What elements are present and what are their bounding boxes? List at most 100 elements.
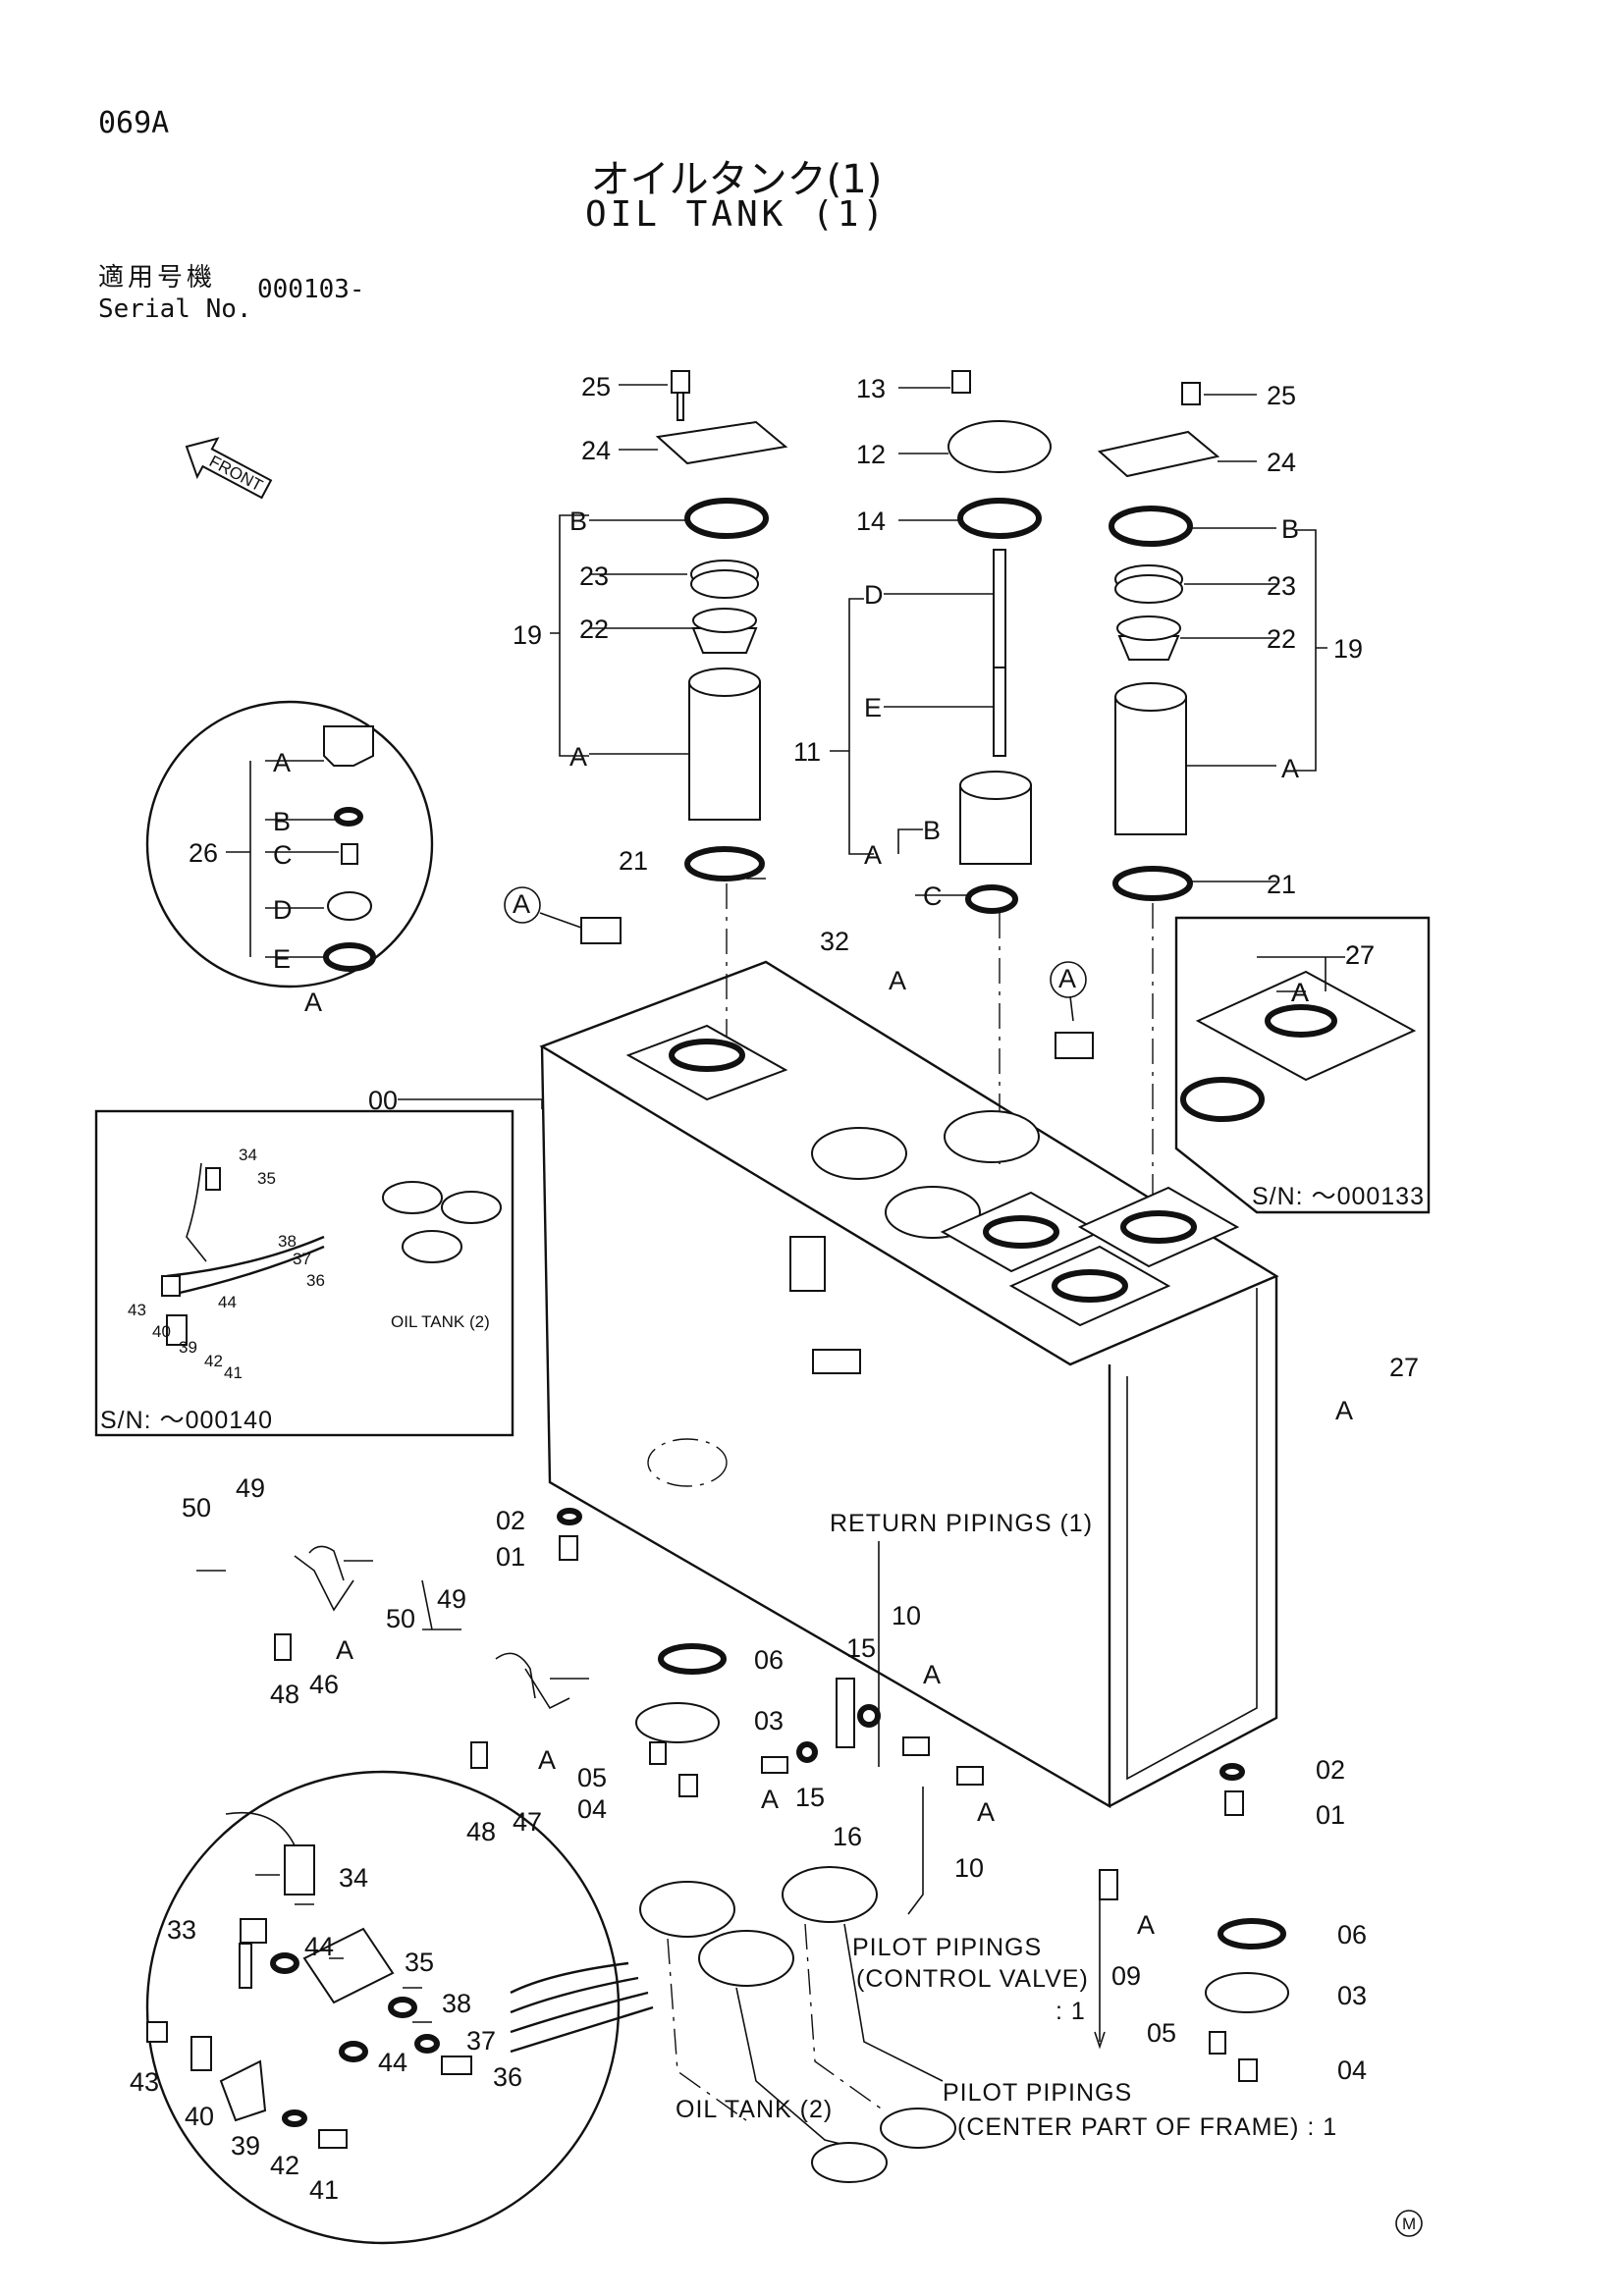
callout: A [336,1635,353,1665]
filter-mount-plate [625,1024,788,1101]
bracket-icon [836,1678,855,1748]
callout: A [538,1745,556,1775]
callout: 25 [581,372,611,401]
callout: A [1291,978,1309,1007]
callout: E [273,944,291,974]
callout: 38 [442,1989,471,2018]
cock-icon [1238,2058,1258,2082]
callout: D [864,580,884,610]
callout: 27 [1345,940,1375,970]
cover-plate-icon [655,420,788,465]
cover-disc-icon [947,420,1052,473]
callout: 24 [581,436,611,465]
callout-labels: 25 24 B 23 19 22 A 21 13 12 14 D E 11 B … [182,372,1419,2085]
callout: A [304,988,322,1017]
callout: 02 [496,1506,525,1535]
oil-tank-2-label: OIL TANK (2) [391,1312,490,1331]
serial-range-label: S/N: ～000140 [100,1407,273,1434]
detail-sn133-labels: S/N: ～000133 27 A [1252,940,1424,1210]
callout: 01 [496,1542,525,1572]
lower-fittings [196,1508,1289,2082]
mark-m-circle [1395,2210,1423,2237]
callout: 19 [513,620,542,650]
callout: A [513,889,530,919]
callout: 40 [152,1322,171,1341]
o-ring-icon [957,498,1042,539]
callout: 26 [189,838,218,868]
callout: 09 [1111,1961,1141,1991]
callout: A [761,1785,779,1814]
callout: 43 [130,2067,159,2097]
right-filter-assembly [1097,382,1220,901]
detail-bottom-labels: 34 33 44 35 38 37 44 36 43 40 39 42 41 [130,1863,522,2205]
callout: 39 [231,2131,260,2161]
elbow-icon [1099,1869,1118,1900]
tank-side-left [540,1045,1111,1809]
elbow-icon [956,1766,984,1786]
filter-element-icon [688,681,761,821]
filter-mount-plate [1008,1245,1171,1327]
left-filter-assembly [655,370,788,881]
callout: 34 [339,1863,368,1893]
callout: 49 [437,1584,466,1614]
callout: 32 [820,927,849,956]
rod-icon [993,667,1006,757]
detail-sn-000133 [1174,916,1431,1214]
callout: 23 [1267,571,1296,601]
callout: 01 [1316,1800,1345,1830]
callout: 41 [224,1363,243,1382]
cover-plate-icon [1097,430,1220,478]
callout: 46 [309,1670,339,1699]
callout: A [977,1797,995,1827]
callout: 25 [1267,381,1296,410]
callout: C [923,881,943,911]
callout: 15 [795,1783,825,1812]
bracket-icon [812,1349,861,1374]
callout: 35 [257,1169,276,1188]
serial-label: Serial No. [98,294,252,324]
callout: 42 [270,2151,299,2180]
callout: 05 [1147,2018,1176,2048]
page-title: OIL TANK (1) [584,194,889,235]
callout: 03 [754,1706,784,1735]
port-ring [811,1127,907,1180]
callout: 14 [856,507,886,536]
callout: A [1281,754,1299,783]
bolt-icon [671,370,690,394]
callout: 27 [1345,940,1375,970]
bolt-icon [1181,382,1201,405]
callout: A [1291,978,1309,1007]
callout: A [273,748,291,777]
pilot-pipings-cv-label: PILOT PIPINGS [852,1934,1042,1961]
callout: 48 [466,1817,496,1846]
callout: 06 [1337,1920,1367,1949]
callout: 47 [513,1807,542,1837]
callout: 22 [1267,624,1296,654]
callout: 42 [204,1352,223,1370]
annotations: RETURN PIPINGS (1) PILOT PIPINGS (CONTRO… [676,1510,1423,2237]
bolt-icon [470,1741,488,1769]
circle-a-marker [504,886,1094,1059]
callout: 21 [1267,870,1296,899]
callout: 11 [793,737,821,767]
callout: 03 [1337,1981,1367,2010]
gasket-icon [1112,866,1193,901]
callout: 43 [128,1301,146,1319]
pilot-pipings-cf-label: PILOT PIPINGS [943,2079,1132,2107]
callout: 27 [1389,1353,1419,1382]
sensor-cable-icon [495,1652,536,1699]
callout: B [273,807,291,836]
mark-m: M [1402,2215,1416,2233]
bolt-icon [1209,2031,1226,2055]
callout: 38 [278,1232,297,1251]
drain-port-outline [647,1438,728,1487]
middle-filter-assembly [947,370,1052,914]
oil-tank-2-label: OIL TANK (2) [676,2096,833,2123]
tank-top [539,960,1279,1366]
serial-label-japanese: 適用号機 [98,263,217,293]
return-pipings-label: RETURN PIPINGS (1) [830,1510,1093,1537]
callout: 15 [846,1633,876,1663]
callout: C [273,840,293,870]
bolt-icon [441,2056,472,2075]
bolt-icon [649,1741,667,1765]
